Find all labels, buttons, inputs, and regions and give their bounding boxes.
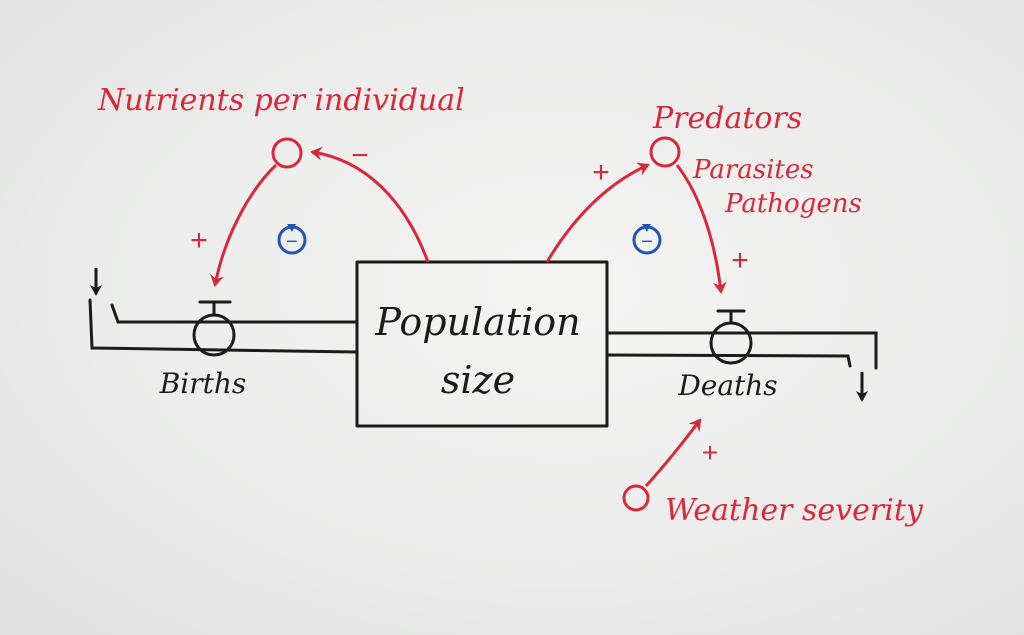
link-population-to-nutrients — [310, 146, 430, 263]
stock-label-line2: size — [441, 358, 515, 402]
polarity-nutrients-to-births: + — [190, 224, 208, 257]
parasites-label: Parasites — [692, 155, 814, 185]
link-weather-to-deaths — [644, 418, 702, 488]
births-label: Births — [159, 367, 247, 400]
pathogens-label: Pathogens — [724, 189, 862, 219]
outflow-pipe — [605, 331, 878, 370]
nutrients-label: Nutrients per individual — [97, 83, 465, 118]
left-loop-polarity: − — [286, 231, 298, 253]
polarity-weather-to-deaths: + — [702, 437, 718, 468]
deaths-valve — [709, 309, 753, 365]
polarity-population-to-predators: + — [592, 156, 610, 189]
right-loop-indicator: − — [632, 224, 662, 255]
weather-label: Weather severity — [665, 493, 924, 528]
polarity-population-to-nutrients: − — [351, 139, 369, 172]
link-population-to-predators — [545, 162, 650, 263]
predators-node — [649, 136, 681, 168]
deaths-label: Deaths — [677, 369, 777, 402]
left-loop-indicator: − — [277, 224, 307, 255]
stock-label-line1: Population — [374, 300, 580, 344]
predators-label: Predators — [652, 101, 802, 136]
link-predators-to-deaths — [675, 164, 727, 294]
nutrients-node — [271, 137, 303, 169]
inflow-pipe — [88, 298, 359, 354]
stock-box-population — [355, 260, 609, 428]
births-valve — [192, 300, 236, 357]
link-nutrients-to-births — [210, 163, 278, 287]
right-loop-polarity: − — [641, 231, 653, 253]
weather-node — [622, 484, 650, 512]
polarity-predators-to-deaths: + — [731, 244, 749, 277]
